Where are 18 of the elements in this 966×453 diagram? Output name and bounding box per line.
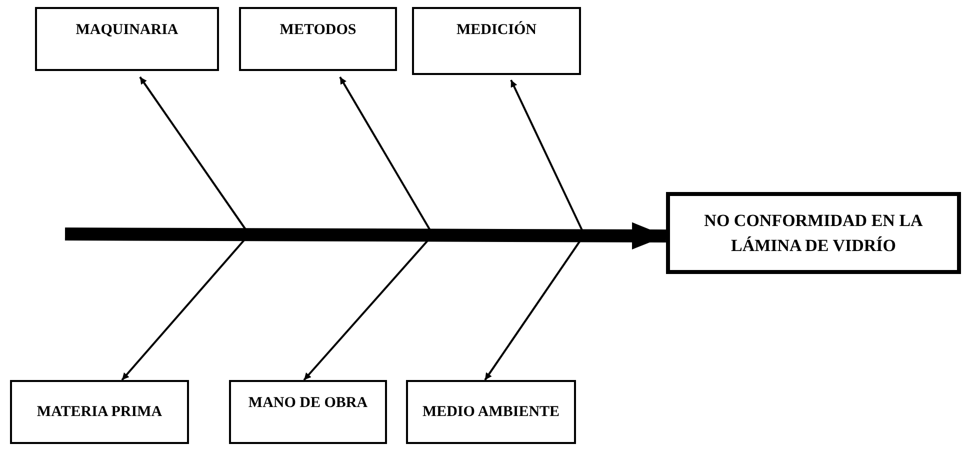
cause-box xyxy=(412,7,581,75)
cause-box xyxy=(239,7,397,71)
cause-box xyxy=(406,380,576,444)
cause-label: MAQUINARIA xyxy=(76,21,178,40)
cause-label: METODOS xyxy=(280,21,356,40)
effect-box xyxy=(666,192,961,274)
cause-box xyxy=(229,380,387,444)
cause-box xyxy=(35,7,219,71)
bone-arrow xyxy=(339,76,431,230)
spine-arrow xyxy=(64,222,666,250)
cause-label: MEDICIÓN xyxy=(456,20,536,40)
effect-label: NO CONFORMIDAD EN LA LÁMINA DE VIDRÍO xyxy=(703,210,924,257)
cause-label: MEDIO AMBIENTE xyxy=(422,402,560,422)
bone-arrow xyxy=(510,80,583,230)
cause-label: MATERIA PRIMA xyxy=(36,402,162,422)
bone-arrow xyxy=(139,76,247,231)
cause-label: MANO DE OBRA xyxy=(248,394,368,413)
cause-box xyxy=(10,380,189,444)
